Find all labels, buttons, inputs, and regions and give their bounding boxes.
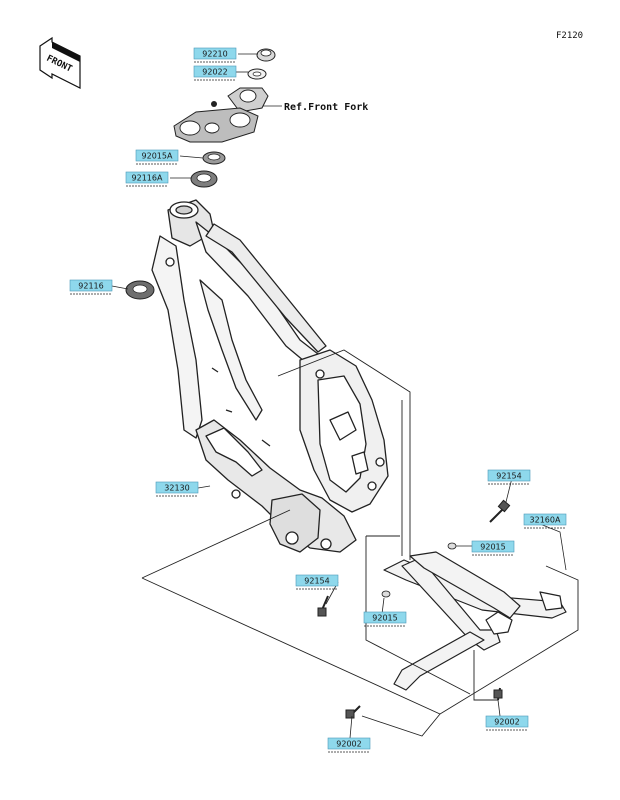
- reference-label: Ref.Front Fork: [284, 102, 368, 113]
- callout-box: [155, 481, 199, 494]
- bolt-bottom-right: [493, 687, 503, 701]
- callout-box: [125, 171, 169, 184]
- upper-bracket-part: [173, 87, 269, 143]
- part-callout-c92015c[interactable]: 92015: [363, 611, 407, 627]
- callout-box: [327, 737, 371, 750]
- part-callout-c92210[interactable]: 92210: [193, 47, 237, 63]
- part-number-label: 92002: [494, 718, 519, 727]
- callout-box: [471, 540, 515, 553]
- callout-box: [523, 513, 567, 526]
- part-number-label: 92015: [372, 614, 397, 623]
- part-callout-c32130[interactable]: 32130: [155, 481, 199, 497]
- stem-nut-part: [256, 48, 276, 62]
- part-number-label: 32160A: [530, 516, 561, 525]
- bolt-bottom-left: [345, 705, 361, 719]
- part-number-label: 92022: [202, 68, 227, 77]
- part-number-label: 92015A: [142, 152, 173, 161]
- part-number-label: 92002: [336, 740, 361, 749]
- callout-box: [363, 611, 407, 624]
- callout-box: [193, 47, 237, 60]
- part-number-label: 32130: [164, 484, 189, 493]
- bolt-upper-right: [489, 499, 511, 523]
- part-number-label: 92116: [78, 282, 103, 291]
- callout-box: [295, 574, 339, 587]
- part-number-label: 92154: [496, 472, 521, 481]
- part-number-label: 92116A: [132, 174, 163, 183]
- callout-box: [485, 715, 529, 728]
- callout-labels: 92210 92022 92015A 92116A 92116 32130 92154 321…: [69, 47, 567, 753]
- main-frame-part: [151, 199, 389, 553]
- part-callout-c92015a[interactable]: 92015A: [135, 149, 179, 165]
- part-callout-c92002b[interactable]: 92002: [485, 715, 529, 731]
- part-callout-c92116[interactable]: 92116: [69, 279, 113, 295]
- part-callout-c92002a[interactable]: 92002: [327, 737, 371, 753]
- bolt-left: [317, 595, 329, 617]
- callout-box: [135, 149, 179, 162]
- part-callout-c92154a[interactable]: 92154: [487, 469, 531, 485]
- assembly-boundary-lines: [141, 349, 579, 737]
- figure-code: F2120: [556, 31, 583, 41]
- callout-box: [69, 279, 113, 292]
- washer-part: [247, 68, 267, 80]
- part-callout-c32160a[interactable]: 32160A: [523, 513, 567, 529]
- part-callout-c92116a[interactable]: 92116A: [125, 171, 169, 187]
- sub-frame-part: [383, 551, 567, 691]
- part-number-label: 92154: [304, 577, 329, 586]
- callout-box: [487, 469, 531, 482]
- oil-seal-part: [202, 151, 226, 165]
- part-callout-c92154b[interactable]: 92154: [295, 574, 339, 590]
- callout-box: [193, 65, 237, 78]
- collar-left: [381, 590, 391, 598]
- upper-bearing-part: [190, 170, 218, 188]
- lower-bearing-part: [125, 280, 155, 300]
- part-callout-c92015b[interactable]: 92015: [471, 540, 515, 556]
- part-number-label: 92210: [202, 50, 227, 59]
- front-arrow-icon: FRONT: [39, 36, 81, 89]
- part-callout-c92022[interactable]: 92022: [193, 65, 237, 81]
- part-number-label: 92015: [480, 543, 505, 552]
- collar-right: [447, 542, 457, 550]
- leader-lines: [111, 53, 567, 739]
